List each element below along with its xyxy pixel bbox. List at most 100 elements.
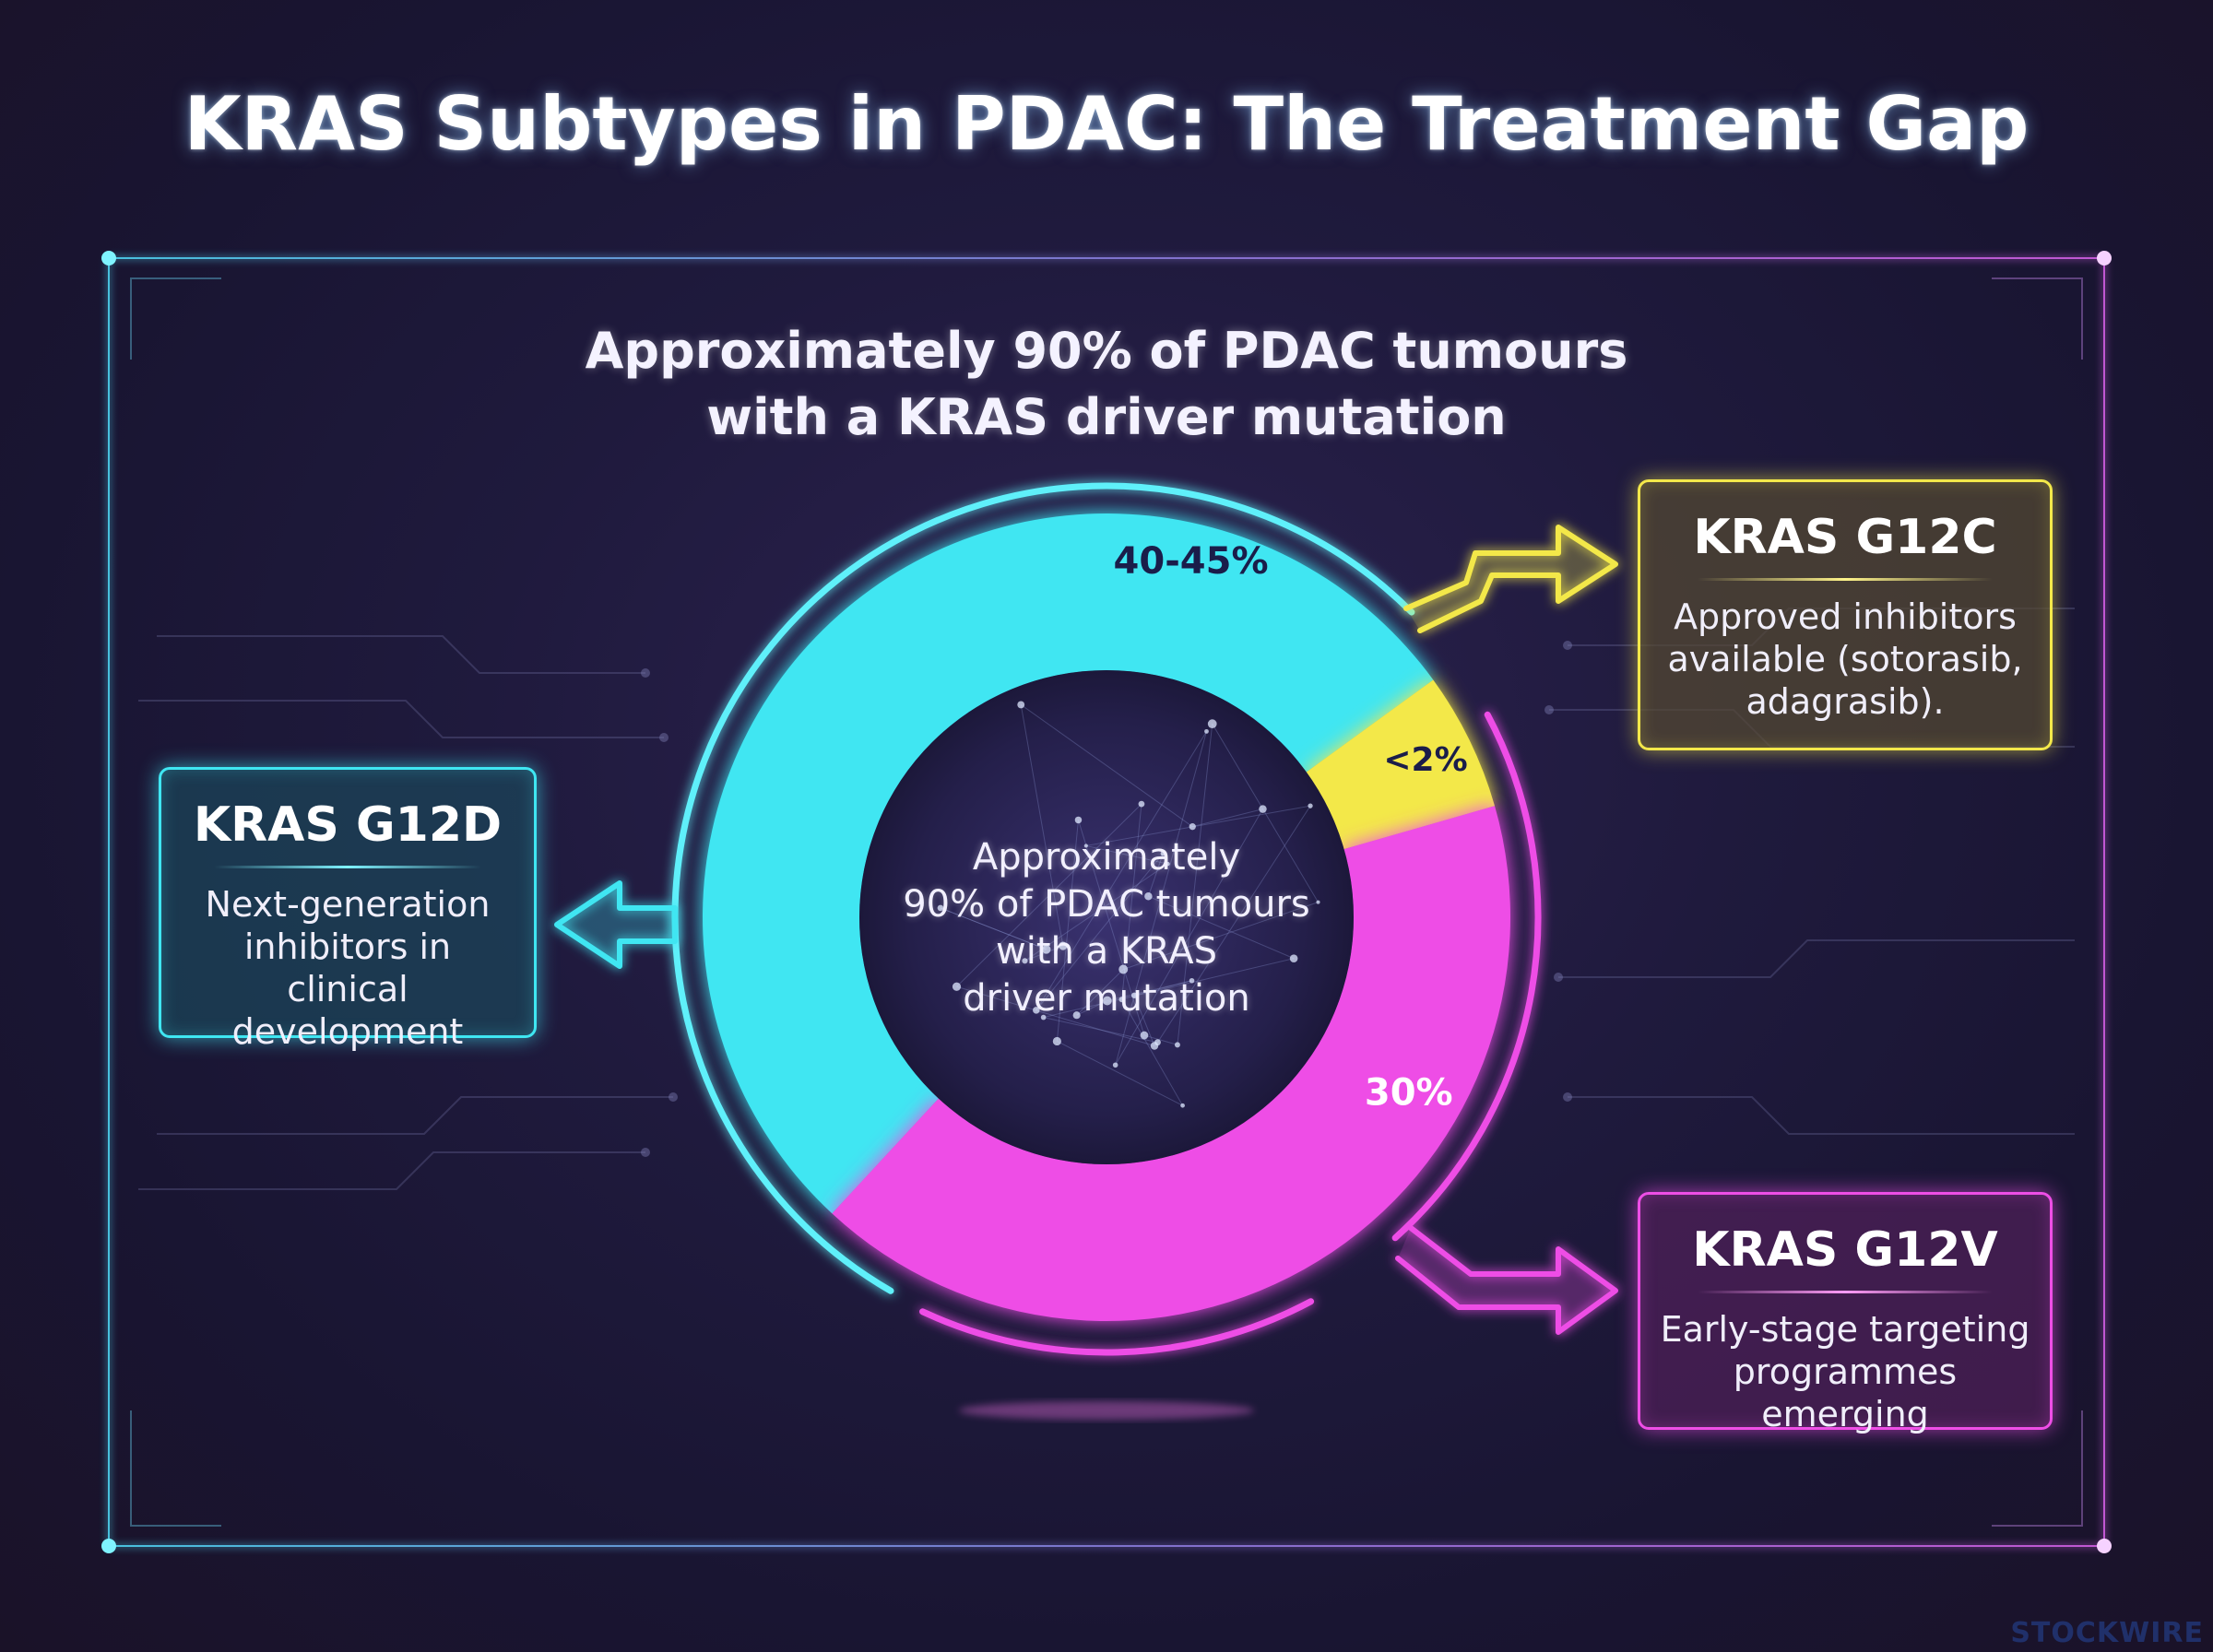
network-link	[1157, 805, 1311, 1043]
card-desc-line: adagrasib).	[1746, 681, 1945, 722]
network-link	[1121, 998, 1184, 1106]
network-link	[956, 985, 1155, 1046]
card-divider	[213, 866, 482, 868]
card-desc-line: programmes emerging	[1733, 1351, 1958, 1434]
network-node	[1189, 977, 1195, 984]
card-desc-g12v: Early-stage targeting programmes emergin…	[1640, 1308, 2050, 1435]
donut-segments	[703, 513, 1510, 1322]
card-title-g12d: KRAS G12D	[193, 797, 503, 853]
card-desc-line: available (sotorasib,	[1667, 639, 2023, 679]
network-link	[1192, 808, 1263, 828]
network-link	[1035, 853, 1164, 1011]
network-node	[1052, 1036, 1061, 1046]
network-link	[1177, 724, 1213, 1045]
donut-slice-g12v	[832, 806, 1510, 1322]
network-link	[1115, 731, 1207, 1066]
network-node	[1118, 997, 1125, 1003]
network-node	[1166, 861, 1170, 867]
card-kras-g12v: KRAS G12V Early-stage targeting programm…	[1638, 1192, 2053, 1434]
network-node	[1189, 823, 1196, 831]
card-desc-line: Approved inhibitors	[1674, 596, 2017, 637]
center-text-line-4: driver mutation	[963, 977, 1250, 1020]
network-link	[1057, 1041, 1183, 1106]
network-link	[1123, 902, 1319, 970]
network-link	[1143, 1034, 1178, 1045]
base-glow	[959, 1401, 1254, 1420]
network-link	[1134, 980, 1192, 997]
card-desc-g12c: Approved inhibitors available (sotorasib…	[1640, 596, 2050, 723]
donut-slice-g12c	[1306, 679, 1496, 850]
network-node	[1207, 719, 1217, 729]
network-link	[940, 907, 1047, 950]
network-node	[1022, 958, 1028, 964]
network-link	[1076, 969, 1124, 1016]
center-text-line-2: 90% of PDAC tumours	[903, 883, 1310, 926]
network-link	[956, 803, 1142, 987]
card-desc-line: inhibitors in clinical	[243, 926, 452, 1009]
network-node	[1289, 954, 1298, 962]
network-decoration	[937, 701, 1320, 1108]
network-node	[1083, 844, 1088, 848]
network-link	[940, 907, 1047, 950]
network-link	[1147, 853, 1164, 897]
slice-label-g12c: <2%	[1383, 741, 1467, 779]
page-subtitle: Approximately 90% of PDAC tumours with a…	[553, 318, 1660, 451]
network-link	[1085, 805, 1311, 846]
network-node	[1041, 945, 1051, 954]
card-divider	[1698, 578, 1993, 581]
network-link	[1020, 704, 1064, 947]
outer-arc-cyan	[671, 482, 1415, 1294]
slice-label-g12v: 30%	[1365, 1071, 1453, 1114]
network-node	[1259, 805, 1267, 813]
network-link	[1115, 808, 1263, 1066]
network-link	[1133, 995, 1155, 1046]
outer-frame	[106, 255, 2107, 1549]
network-node	[1072, 1011, 1081, 1020]
card-title-g12v: KRAS G12V	[1692, 1222, 1998, 1278]
network-node	[1160, 851, 1166, 856]
arrow-g12d	[554, 880, 678, 969]
network-node	[1040, 1014, 1047, 1021]
connector-arrows	[554, 525, 1618, 1335]
page-title: KRAS Subtypes in PDAC: The Treatment Gap	[183, 81, 2030, 167]
outer-arc-magenta-right	[1391, 711, 1542, 1242]
network-node	[1033, 1007, 1040, 1014]
donut-slice-g12d	[703, 513, 1434, 1214]
card-kras-g12d: KRAS G12D Next-generation inhibitors in …	[159, 767, 537, 1052]
card-desc-line: Early-stage targeting	[1660, 1309, 2030, 1350]
network-link	[1035, 731, 1207, 1011]
network-node	[1102, 996, 1112, 1006]
card-divider	[1698, 1291, 1993, 1293]
slice-labels: 40-45%<2%30%	[1114, 540, 1468, 1115]
arrow-g12v	[1395, 1225, 1618, 1335]
network-node	[1112, 1062, 1118, 1068]
network-node	[1174, 1042, 1180, 1048]
network-node	[1144, 892, 1153, 901]
network-node	[952, 982, 962, 991]
card-desc-line: development	[231, 1011, 464, 1052]
network-link	[1020, 704, 1193, 828]
subtitle-line-2: with a KRAS driver mutation	[706, 388, 1507, 446]
center-text-line-3: with a KRAS	[996, 930, 1217, 973]
network-node	[1059, 941, 1068, 950]
network-link	[1076, 1000, 1108, 1016]
card-desc-line: Next-generation	[205, 884, 491, 925]
network-node	[1140, 1031, 1149, 1040]
outer-arc-magenta-bottom	[919, 1298, 1315, 1356]
subtitle-line-1: Approximately 90% of PDAC tumours	[585, 322, 1628, 380]
outer-glow-arcs	[671, 482, 1542, 1356]
center-text-line-1: Approximately	[972, 836, 1241, 879]
corner-dots	[101, 251, 2112, 1553]
donut-center-text: Approximately 90% of PDAC tumours with a…	[858, 834, 1355, 1022]
network-node	[1316, 900, 1320, 904]
network-node	[1074, 816, 1083, 824]
network-link	[1212, 723, 1319, 903]
card-kras-g12c: KRAS G12C Approved inhibitors available …	[1638, 479, 2053, 750]
network-link	[1024, 945, 1064, 962]
watermark: STOCKWIRE	[2010, 1617, 2204, 1649]
arrow-g12c	[1403, 525, 1618, 633]
network-link	[1085, 844, 1168, 865]
network-node	[1138, 800, 1145, 808]
network-node	[1180, 1103, 1185, 1108]
